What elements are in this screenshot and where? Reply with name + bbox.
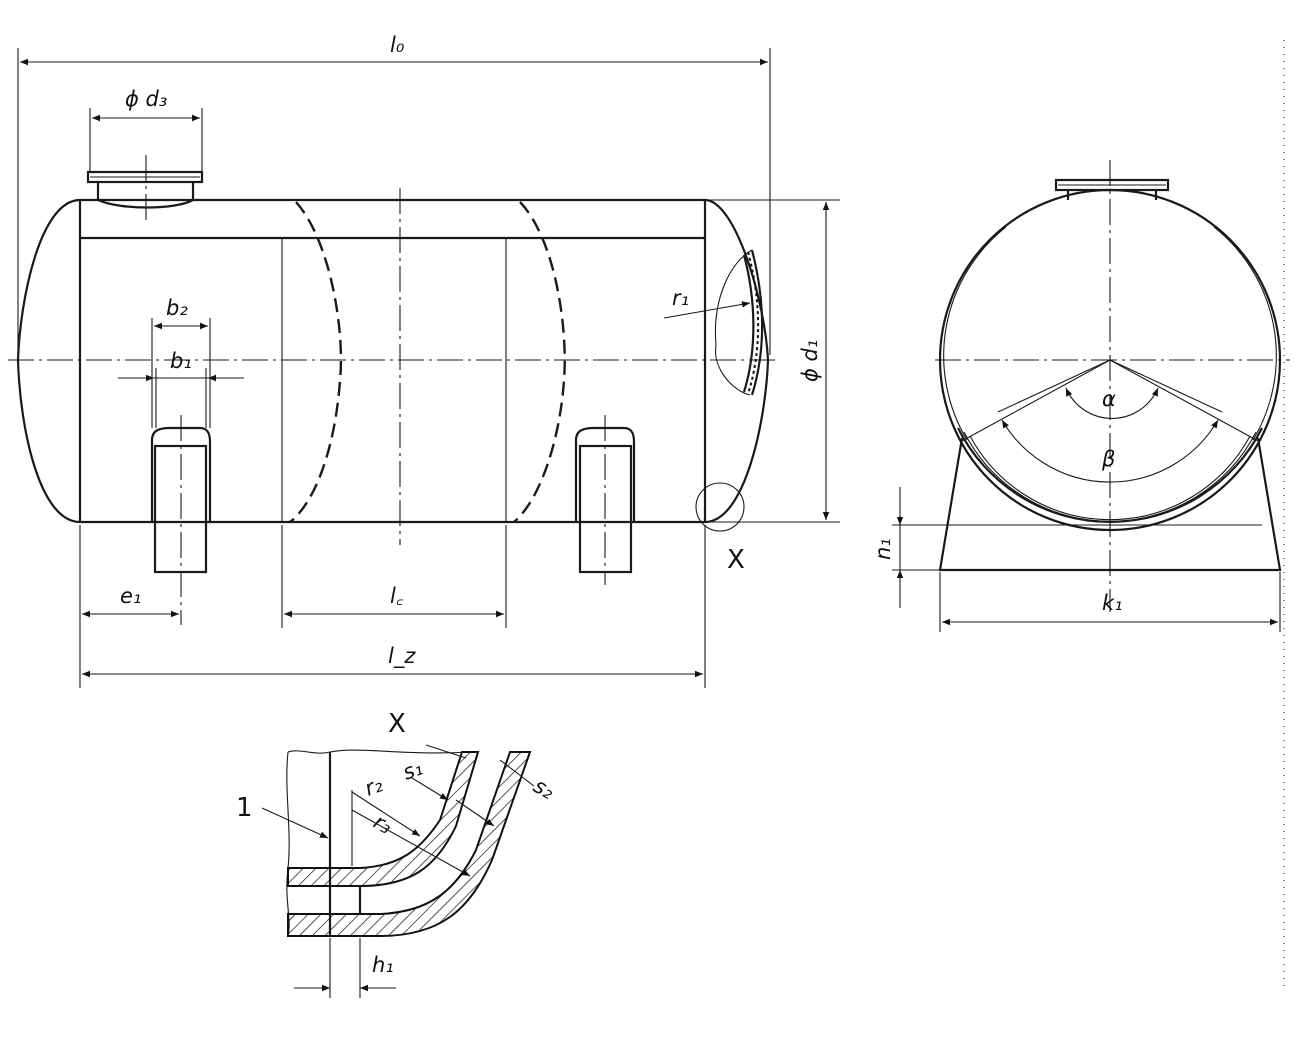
label-l0: l₀ [390, 33, 405, 57]
shell-outline [16, 198, 770, 524]
label-phi-d3: ϕ d₃ [125, 87, 167, 111]
label-lz: l_z [388, 644, 416, 669]
dim-r1 [663, 301, 751, 319]
broken-section [714, 249, 764, 396]
end-view: α β n₁ k₁ [871, 160, 1290, 632]
leader-s1 [411, 777, 449, 801]
label-r3: r₃ [370, 810, 397, 839]
leader-r3 [351, 809, 471, 877]
label-alpha: α [1102, 387, 1116, 411]
leader-r2 [351, 791, 421, 837]
nozzle-flange [86, 170, 204, 184]
label-lc: l꜀ [390, 584, 404, 608]
shell-inner-arc-right [1213, 226, 1277, 441]
detail-x-title: X [388, 709, 406, 739]
leader-s2 [499, 759, 535, 787]
ray-beta-left [959, 359, 1111, 443]
leader-s1-top [425, 744, 467, 759]
label-beta: β [1101, 447, 1115, 471]
label-e1: e₁ [120, 584, 141, 608]
label-s2: s₂ [530, 774, 559, 805]
detail-x-view: X 1 s₁ s₂ r₂ r₃ h₁ [236, 709, 559, 998]
ray-beta-right [1109, 359, 1261, 443]
label-s1: s₁ [400, 756, 426, 785]
label-b1: b₁ [170, 349, 192, 373]
label-b2: b₂ [166, 296, 188, 320]
label-r2: r₂ [362, 772, 387, 801]
nozzle-neck [96, 182, 195, 209]
detail-x-circle [695, 482, 745, 532]
label-r1: r₁ [672, 286, 689, 310]
end-nozzle-flange [1054, 178, 1170, 192]
label-h1: h₁ [372, 953, 394, 977]
ray-alpha-right [1109, 359, 1223, 413]
arc-beta [1001, 419, 1219, 483]
detail-break-left [286, 751, 290, 937]
label-k1: k₁ [1102, 591, 1123, 615]
internal-head-right [513, 201, 566, 523]
detail-x-marker: X [727, 545, 745, 575]
shell-inner-arc-left [943, 226, 1007, 441]
label-item-1: 1 [236, 793, 253, 823]
arc-alpha [1065, 387, 1159, 419]
ray-alpha-left [997, 359, 1111, 413]
label-n1: n₁ [871, 538, 895, 560]
nozzle [86, 170, 204, 209]
leader-item-1 [261, 807, 329, 839]
inner-vertical [328, 752, 362, 936]
shell-wall-section [287, 751, 480, 887]
label-phi-d1: ϕ d₁ [798, 340, 822, 382]
detail-break-top [287, 749, 471, 754]
jacket-wall-section [287, 751, 532, 937]
internal-head-left [289, 201, 343, 523]
side-view: X l₀ ϕ d₃ ϕ d₁ r₁ b₂ b₁ e₁ l꜀ [8, 33, 840, 688]
